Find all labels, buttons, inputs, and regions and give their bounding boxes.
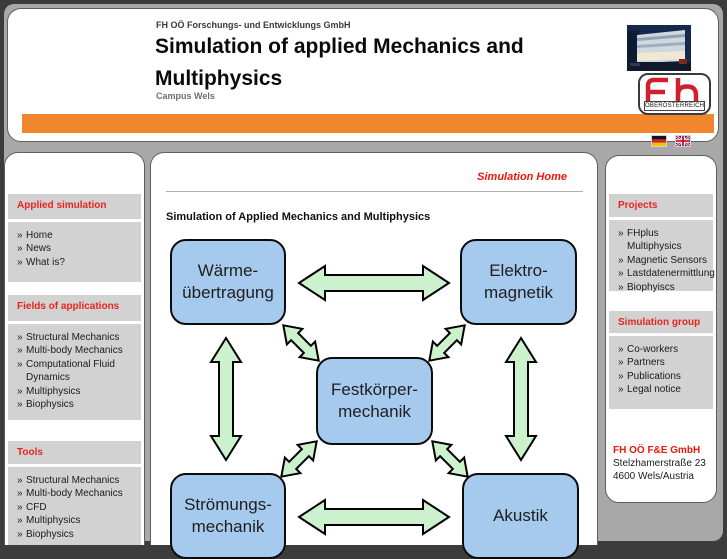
sidebar-item-lastdatenermittlung[interactable]: » Lastdatenermittlung	[618, 268, 715, 280]
nav-list-applied-simulation: » Home » News » What is?	[8, 222, 141, 282]
arrow-left-vertical	[209, 336, 243, 462]
bullet-icon: »	[17, 501, 23, 513]
sidebar-item-home[interactable]: » Home	[17, 230, 53, 241]
bullet-icon: »	[17, 399, 23, 411]
sidebar-item-tools-biophysics[interactable]: » Biophysics	[17, 528, 74, 540]
sidebar-item-projects-biophysics[interactable]: » Biophyiscs	[618, 281, 675, 293]
bullet-icon: »	[618, 384, 624, 396]
organization-name: FH OÖ Forschungs- und Entwicklungs GmbH	[156, 20, 351, 30]
arrow-top-horizontal	[297, 264, 451, 302]
diagram-box-elektro: Elektro- magnetik	[460, 239, 577, 325]
bullet-icon: »	[17, 475, 23, 486]
campus-photo	[627, 25, 691, 71]
nav-section-tools: Tools	[8, 441, 141, 464]
flag-german[interactable]	[652, 136, 666, 146]
sidebar-item-tools-multiphysics[interactable]: » Multiphysics	[17, 515, 81, 527]
bullet-icon: »	[17, 515, 23, 527]
contact-name: FH OÖ F&E GmbH	[613, 445, 701, 456]
breadcrumb-simulation-home[interactable]: Simulation Home	[477, 171, 567, 183]
sidebar-item-structural-mechanics[interactable]: » Structural Mechanics	[17, 332, 120, 343]
arrow-diagonal-topright	[420, 316, 474, 370]
sidebar-item-partners[interactable]: » Partners	[618, 357, 665, 369]
nav-section-fields-of-applications: Fields of applications	[8, 295, 141, 321]
arrow-right-vertical	[504, 336, 538, 462]
bullet-icon: »	[618, 344, 624, 355]
flag-english[interactable]	[676, 136, 690, 146]
fhooe-logo: OBERÖSTERREICH	[638, 73, 711, 115]
bullet-icon: »	[17, 358, 23, 370]
sidebar-item-what-is[interactable]: » What is?	[17, 256, 65, 268]
sidebar-item-tools-multibody-mechanics[interactable]: » Multi-body Mechanics	[17, 488, 123, 500]
sidebar-item-publications[interactable]: » Publications	[618, 370, 681, 382]
sidebar-item-news[interactable]: » News	[17, 243, 52, 255]
divider-line	[166, 191, 583, 192]
page-title-line1: Simulation of applied Mechanics and	[155, 35, 524, 58]
content-heading: Simulation of Applied Mechanics and Mult…	[166, 211, 431, 223]
nav-list-projects: » FHplus Multiphysics » Magnetic Sensors…	[609, 220, 715, 293]
sidebar-item-magnetic-sensors[interactable]: » Magnetic Sensors	[618, 254, 708, 266]
bullet-icon: »	[17, 230, 23, 241]
bullet-icon: »	[17, 332, 23, 343]
sidebar-item-tools-cfd[interactable]: » CFD	[17, 501, 47, 513]
contact-block: FH OÖ F&E GmbH Stelzhamerstraße 23 4600 …	[613, 444, 706, 483]
diagram-arrows	[209, 264, 538, 536]
contact-city: 4600 Wels/Austria	[613, 471, 694, 482]
sidebar-item-fhplus-multiphysics[interactable]: » FHplus Multiphysics	[618, 228, 682, 253]
sidebar-item-computational-fluid-dynamics[interactable]: » Computational Fluid Dynamics	[17, 358, 115, 384]
arrow-diagonal-topleft	[274, 316, 328, 370]
campus-label: Campus Wels	[156, 91, 215, 101]
sidebar-item-co-workers[interactable]: » Co-workers	[618, 344, 679, 355]
accent-bar	[22, 114, 714, 133]
bullet-icon: »	[618, 357, 624, 369]
sidebar-item-biophysics[interactable]: » Biophysics	[17, 399, 74, 411]
bullet-icon: »	[618, 281, 624, 293]
nav-list-tools: » Structural Mechanics » Multi-body Mech…	[8, 467, 141, 545]
sidebar-item-tools-structural-mechanics[interactable]: » Structural Mechanics	[17, 475, 120, 486]
bullet-icon: »	[618, 370, 624, 382]
fh-logo-glyph	[645, 77, 699, 103]
diagram-box-waerme: Wärme- übertragung	[170, 239, 286, 325]
bullet-icon: »	[17, 488, 23, 500]
bullet-icon: »	[17, 528, 23, 540]
page-title-line2: Multiphysics	[155, 67, 283, 90]
bullet-icon: »	[17, 385, 23, 397]
header-panel: FH OÖ Forschungs- und Entwicklungs GmbH …	[7, 8, 719, 146]
bullet-icon: »	[17, 345, 23, 357]
bullet-icon: »	[618, 254, 624, 266]
logo-region-label: OBERÖSTERREICH	[644, 101, 705, 111]
page-frame: FH OÖ Forschungs- und Entwicklungs GmbH …	[4, 4, 723, 559]
diagram-box-festkoerper: Festkörper- mechanik	[316, 357, 433, 445]
bullet-icon: »	[17, 256, 23, 268]
nav-section-projects: Projects	[609, 194, 713, 217]
bullet-icon: »	[618, 228, 624, 239]
nav-section-simulation-group: Simulation group	[609, 311, 713, 333]
sidebar-item-multiphysics[interactable]: » Multiphysics	[17, 385, 81, 397]
bullet-icon: »	[17, 243, 23, 255]
sidebar-item-multibody-mechanics[interactable]: » Multi-body Mechanics	[17, 345, 123, 357]
sidebar-item-legal-notice[interactable]: » Legal notice	[618, 384, 681, 396]
nav-list-simulation-group: » Co-workers » Partners » Publications »…	[609, 336, 713, 409]
diagram-box-akustik: Akustik	[462, 473, 579, 559]
nav-section-applied-simulation: Applied simulation	[8, 194, 141, 219]
arrow-bottom-horizontal	[297, 498, 451, 536]
contact-street: Stelzhamerstraße 23	[613, 458, 706, 469]
diagram-box-stroemung: Strömungs- mechanik	[170, 473, 286, 559]
bullet-icon: »	[618, 268, 624, 280]
nav-list-fields: » Structural Mechanics » Multi-body Mech…	[8, 324, 141, 420]
